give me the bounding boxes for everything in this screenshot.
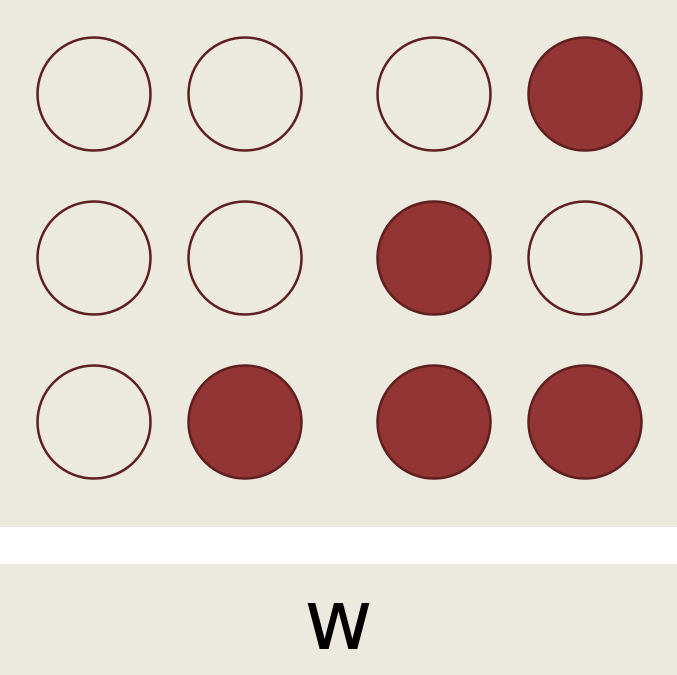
- braille-dot-flat: [527, 200, 643, 316]
- braille-dot-raised: [187, 364, 303, 480]
- answer-letter: w: [304, 570, 373, 669]
- braille-cells: [36, 36, 643, 480]
- braille-dot-raised: [376, 364, 492, 480]
- braille-dot-raised: [527, 364, 643, 480]
- answer-panel: [0, 564, 677, 675]
- braille-dot-flat: [376, 36, 492, 152]
- braille-dot-flat: [187, 200, 303, 316]
- braille-dot-flat: [187, 36, 303, 152]
- braille-dot-flat: [36, 364, 152, 480]
- answer-text-layer: w: [0, 564, 677, 675]
- braille-dot-flat: [36, 36, 152, 152]
- answer-background: [0, 564, 677, 675]
- braille-dot-flat: [36, 200, 152, 316]
- braille-dot-raised: [376, 200, 492, 316]
- braille-dot-raised: [527, 36, 643, 152]
- braille-dot-panel: [0, 0, 677, 527]
